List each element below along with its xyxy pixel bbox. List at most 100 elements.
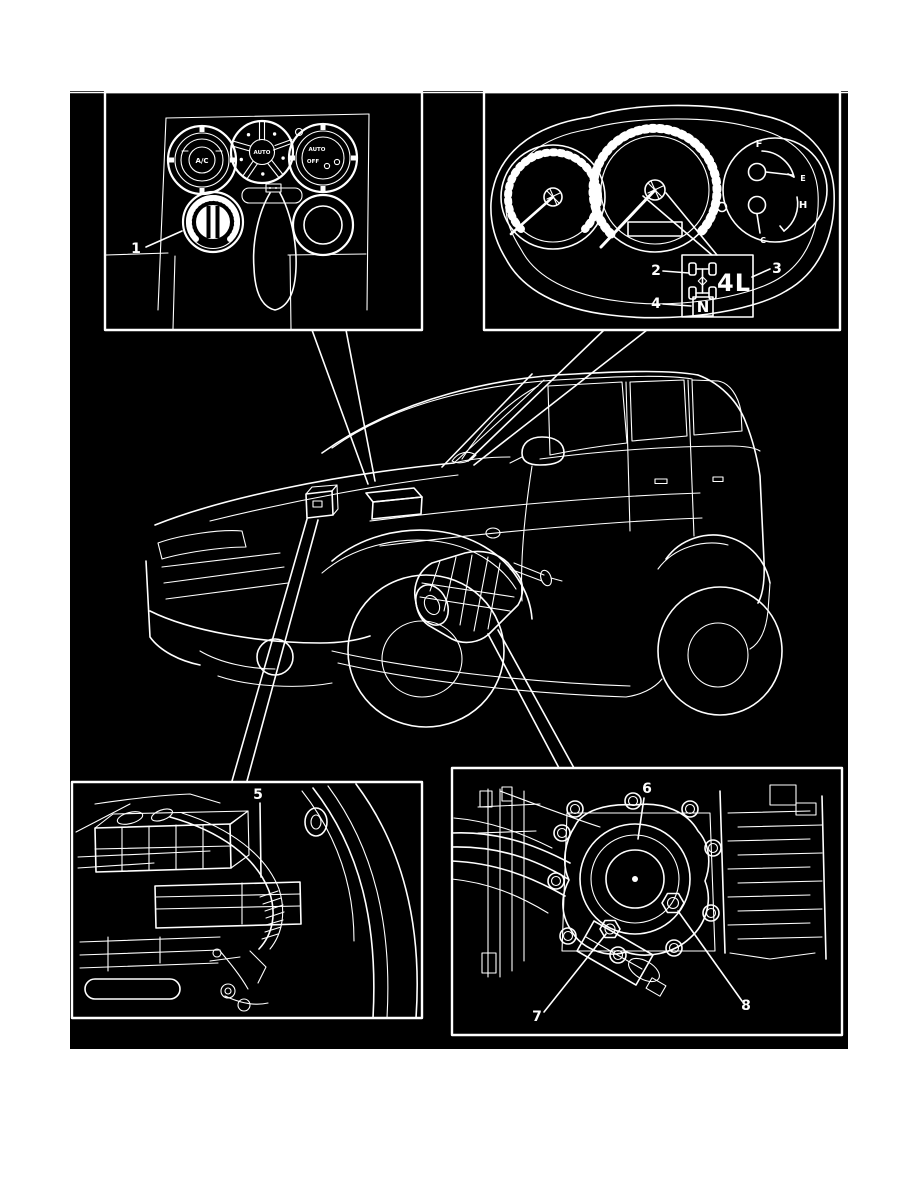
rear-tire bbox=[657, 586, 783, 716]
callout-6-label: 6 bbox=[642, 781, 652, 797]
mode-auto-label: AUTO bbox=[254, 150, 271, 156]
ac-label: A/C bbox=[195, 157, 208, 165]
rear-pillar bbox=[697, 374, 765, 604]
mode-icon bbox=[246, 133, 251, 137]
vehicle-overview bbox=[145, 370, 783, 728]
temp-cold-label: C bbox=[760, 236, 766, 245]
spare-knob bbox=[291, 193, 355, 257]
door-handle bbox=[654, 478, 668, 485]
quarter-window bbox=[691, 379, 743, 436]
actuator-motor bbox=[576, 920, 667, 997]
beltline bbox=[539, 445, 761, 460]
temp-hot-label: H bbox=[799, 200, 807, 211]
callout-2-label: 2 bbox=[651, 263, 661, 279]
harness bbox=[169, 816, 274, 950]
cluster-bezel bbox=[490, 104, 835, 319]
side-mirror bbox=[521, 436, 565, 466]
callout-7-label: 7 bbox=[532, 1009, 542, 1025]
rear-door-window bbox=[629, 379, 688, 442]
speedometer-ticks bbox=[588, 123, 722, 239]
grommet bbox=[304, 807, 328, 837]
transfer-case-box-border bbox=[450, 766, 844, 1037]
roofline bbox=[321, 370, 699, 454]
fuel-empty-label: E bbox=[800, 174, 805, 183]
inset-border bbox=[681, 254, 754, 318]
callout-8-leader bbox=[677, 910, 743, 1002]
console-box-border bbox=[103, 91, 424, 332]
transfer-case-callout-box: 6 bbox=[450, 766, 844, 1037]
inset-pointer bbox=[665, 192, 718, 256]
cluster-callout-box: F E H C bbox=[482, 91, 842, 332]
fender-arc bbox=[312, 787, 375, 1019]
actuator-housing bbox=[562, 803, 710, 956]
fan-icon bbox=[323, 162, 331, 170]
temp-needle bbox=[756, 213, 761, 234]
wiper bbox=[451, 451, 477, 464]
harness-wire bbox=[451, 831, 571, 864]
engine-bay-box-border bbox=[70, 780, 424, 1020]
transfer-case-cutaway bbox=[414, 550, 563, 644]
line-art: A/C bbox=[70, 91, 848, 1037]
fuel-full-label: F bbox=[756, 139, 763, 150]
console-callout-box: A/C bbox=[103, 91, 424, 332]
callout-1-label: 1 bbox=[131, 241, 141, 257]
door-handle bbox=[712, 476, 724, 483]
hvac-temp-dial: A/C bbox=[166, 124, 238, 196]
engine-bay-art bbox=[75, 783, 418, 1019]
fan-off-label: OFF bbox=[307, 159, 319, 165]
temp-needle-hub bbox=[747, 195, 767, 215]
fan-auto-label: AUTO bbox=[309, 147, 326, 153]
front-door-window bbox=[547, 381, 628, 456]
engine-bay-callout-box: 5 bbox=[70, 780, 424, 1020]
4wd-drivetrain-icon bbox=[688, 262, 717, 300]
callout-7-leader bbox=[543, 933, 607, 1013]
shift-lever bbox=[241, 183, 303, 311]
diagram-canvas: A/C bbox=[70, 91, 848, 1049]
callout-2-leader bbox=[662, 270, 690, 274]
callout-3-leader bbox=[751, 268, 771, 278]
rocker-panel bbox=[331, 650, 631, 687]
mode-icon bbox=[272, 132, 277, 136]
front-rim bbox=[381, 620, 463, 698]
selector-markings bbox=[186, 195, 240, 242]
transfer-case-art bbox=[451, 784, 827, 997]
fan-icon bbox=[333, 158, 341, 166]
sensor-bolt bbox=[599, 919, 621, 939]
mode-icon bbox=[281, 156, 285, 160]
cluster-box-border bbox=[482, 91, 842, 332]
4wd-selector-dial bbox=[181, 190, 245, 254]
inset-pointer bbox=[642, 195, 713, 256]
mode-icon bbox=[239, 157, 243, 162]
callout-4-label: 4 bbox=[651, 296, 661, 312]
odometer-window bbox=[627, 221, 683, 237]
mode-icon bbox=[261, 172, 265, 176]
indicator-inset: 4L N bbox=[681, 254, 754, 318]
fuse-box bbox=[154, 881, 302, 929]
neutral-indicator-box bbox=[692, 296, 714, 317]
callout-5-label: 5 bbox=[253, 787, 263, 803]
fuel-needle-hub bbox=[747, 162, 767, 182]
4l-indicator: 4L bbox=[717, 269, 751, 297]
callout-4-leader bbox=[662, 303, 692, 307]
a-pillar bbox=[441, 373, 533, 468]
fuel-door bbox=[485, 527, 501, 539]
tachometer-gauge bbox=[500, 144, 606, 250]
front-tire bbox=[347, 574, 505, 728]
rear-rim bbox=[687, 622, 749, 688]
hvac-fan-dial: AUTO OFF bbox=[287, 122, 359, 194]
callout-3-label: 3 bbox=[772, 261, 782, 277]
callout-1-leader bbox=[145, 230, 183, 248]
hood-component-connector bbox=[305, 484, 339, 519]
fog-lamp bbox=[256, 638, 294, 676]
front-wheel-arch bbox=[331, 529, 533, 620]
leader-lines bbox=[231, 329, 648, 782]
tachometer-ticks bbox=[504, 148, 602, 233]
switch-bolt bbox=[661, 892, 685, 914]
neutral-indicator: N bbox=[697, 298, 710, 316]
fuel-temp-gauge: F E H C bbox=[716, 137, 828, 245]
headlight bbox=[157, 530, 247, 560]
rear-wheel-arch bbox=[665, 534, 771, 584]
bumper-slot bbox=[84, 978, 181, 1000]
hood-component-module bbox=[365, 487, 423, 520]
